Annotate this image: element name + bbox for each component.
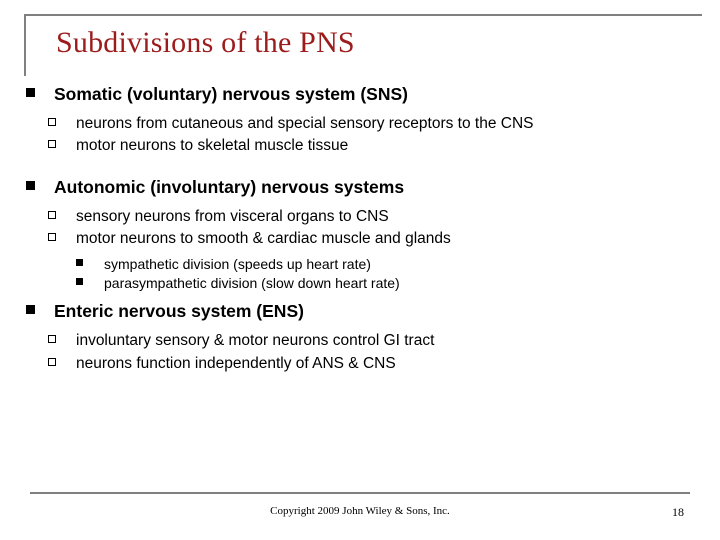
hollow-square-bullet-icon bbox=[48, 335, 56, 344]
copyright-notice: Copyright 2009 John Wiley & Sons, Inc. bbox=[270, 505, 450, 517]
spacer bbox=[0, 325, 720, 329]
spacer bbox=[0, 157, 720, 177]
sub-list-item-label: parasympathetic division (slow down hear… bbox=[104, 275, 400, 292]
list-item-label: involuntary sensory & motor neurons cont… bbox=[76, 332, 435, 350]
list-item: motor neurons to smooth & cardiac muscle… bbox=[0, 229, 720, 249]
list-item-label: motor neurons to smooth & cardiac muscle… bbox=[76, 230, 451, 248]
sub-list-item: parasympathetic division (slow down hear… bbox=[0, 274, 720, 293]
spacer bbox=[0, 250, 720, 254]
square-bullet-icon bbox=[76, 278, 83, 286]
section-heading-enteric: Enteric nervous system (ENS) bbox=[0, 301, 720, 323]
square-bullet-icon bbox=[76, 258, 83, 266]
spacer bbox=[0, 108, 720, 112]
page-title: Subdivisions of the PNS bbox=[56, 26, 355, 59]
hollow-square-bullet-icon bbox=[48, 140, 56, 149]
square-bullet-icon bbox=[26, 305, 35, 315]
hollow-square-bullet-icon bbox=[48, 210, 56, 219]
footer-divider bbox=[30, 492, 690, 494]
list-item: sensory neurons from visceral organs to … bbox=[0, 207, 720, 227]
sub-list-item-label: sympathetic division (speeds up heart ra… bbox=[104, 255, 371, 272]
list-item: motor neurons to skeletal muscle tissue bbox=[0, 136, 720, 156]
page-number: 18 bbox=[672, 505, 684, 519]
section-heading-autonomic: Autonomic (involuntary) nervous systems bbox=[0, 177, 720, 199]
hollow-square-bullet-icon bbox=[48, 233, 56, 242]
section-heading-label: Enteric nervous system (ENS) bbox=[54, 301, 304, 322]
square-bullet-icon bbox=[26, 88, 35, 97]
hollow-square-bullet-icon bbox=[48, 117, 56, 126]
square-bullet-icon bbox=[26, 180, 35, 190]
list-item: neurons from cutaneous and special senso… bbox=[0, 114, 720, 134]
list-item-label: neurons function independently of ANS & … bbox=[76, 354, 396, 372]
spacer bbox=[0, 201, 720, 205]
list-item: involuntary sensory & motor neurons cont… bbox=[0, 331, 720, 351]
list-item-label: motor neurons to skeletal muscle tissue bbox=[76, 137, 349, 155]
section-heading-label: Somatic (voluntary) nervous system (SNS) bbox=[54, 84, 408, 104]
slide-body: Somatic (voluntary) nervous system (SNS)… bbox=[0, 84, 720, 374]
section-heading-somatic: Somatic (voluntary) nervous system (SNS) bbox=[0, 84, 720, 106]
list-item: neurons function independently of ANS & … bbox=[0, 354, 720, 374]
spacer bbox=[0, 293, 720, 301]
title-divider-left bbox=[24, 14, 26, 76]
section-heading-label: Autonomic (involuntary) nervous systems bbox=[54, 176, 405, 197]
title-divider-top bbox=[24, 14, 702, 16]
list-item-label: sensory neurons from visceral organs to … bbox=[76, 207, 389, 225]
sub-list-item: sympathetic division (speeds up heart ra… bbox=[0, 255, 720, 274]
hollow-square-bullet-icon bbox=[48, 357, 56, 366]
list-item-label: neurons from cutaneous and special senso… bbox=[76, 114, 534, 132]
